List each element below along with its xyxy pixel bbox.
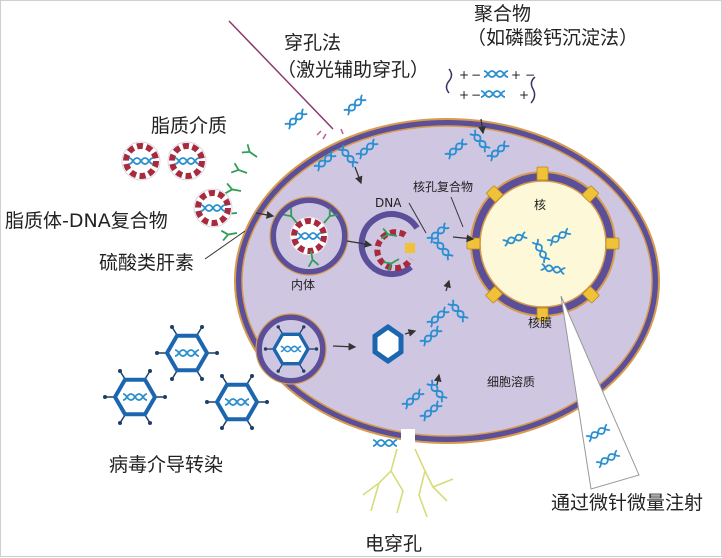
label-envelope: 核膜 bbox=[528, 316, 552, 330]
label-polymer: 聚合物 bbox=[474, 3, 531, 25]
polymer-charge: − bbox=[525, 68, 535, 82]
polymer-charges-bottom: +−+ bbox=[459, 88, 529, 102]
polymer-charges-top: +−+− bbox=[459, 68, 535, 82]
polymer-charge: + bbox=[459, 68, 469, 82]
label-dna: DNA bbox=[375, 196, 402, 210]
label-laser: （激光辅助穿孔） bbox=[277, 59, 429, 81]
label-cytosol: 细胞溶质 bbox=[487, 374, 535, 389]
label-nucleus: 核 bbox=[534, 198, 546, 212]
label-lipoplex: 脂质体-DNA复合物 bbox=[5, 210, 168, 232]
virus-capsid-icon bbox=[372, 323, 404, 365]
endosome bbox=[269, 196, 349, 276]
virus-endosome bbox=[255, 313, 327, 385]
polymer-strands: +−+− +−+ bbox=[445, 68, 536, 104]
laser-beam bbox=[228, 20, 334, 130]
nucleus bbox=[466, 166, 620, 322]
arrows bbox=[255, 118, 486, 386]
label-microinjection: 通过微针微量注射 bbox=[551, 492, 703, 514]
polymer-charge: − bbox=[471, 88, 481, 102]
micro-needle-icon bbox=[560, 295, 640, 490]
polymer-charge: + bbox=[511, 68, 521, 82]
label-endosome: 内体 bbox=[291, 278, 315, 292]
virus-group bbox=[103, 325, 269, 430]
polymer-charge: + bbox=[519, 88, 529, 102]
polymer-charge: + bbox=[459, 88, 469, 102]
label-perforation: 穿孔法 bbox=[284, 32, 341, 54]
label-electroporation: 电穿孔 bbox=[365, 533, 422, 555]
polymer-charge: − bbox=[471, 68, 481, 82]
label-liposome: 脂质介质 bbox=[151, 115, 227, 137]
label-viral: 病毒介导转染 bbox=[109, 454, 223, 476]
label-heparan: 硫酸类肝素 bbox=[99, 252, 194, 274]
ruptured-endosome bbox=[358, 211, 420, 278]
electroporation-lines bbox=[362, 448, 454, 518]
label-calcium: （如磷酸钙沉淀法） bbox=[467, 27, 638, 49]
label-npc: 核孔复合物 bbox=[413, 179, 473, 194]
